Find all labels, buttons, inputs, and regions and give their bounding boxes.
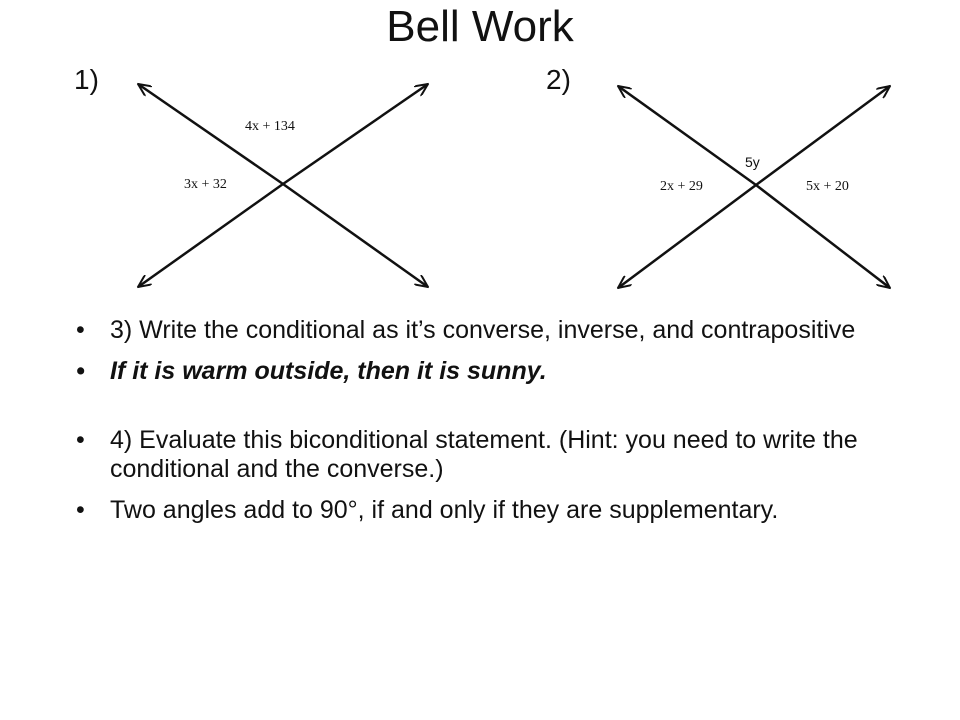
question-list: 3) Write the conditional as it’s convers… xyxy=(74,316,894,525)
angle-label-left: 2x + 29 xyxy=(660,179,703,194)
biconditional-statement: Two angles add to 90°, if and only if th… xyxy=(74,496,894,525)
diagram-1: 4x + 134 3x + 32 xyxy=(138,84,428,287)
line-1a-arrow-upper-left xyxy=(138,84,284,186)
conditional-statement: If it is warm outside, then it is sunny. xyxy=(74,357,894,386)
angle-label-right: 5x + 20 xyxy=(806,179,849,194)
angle-label-top: 5y xyxy=(745,154,760,170)
slide-title: Bell Work xyxy=(386,2,574,51)
intersecting-lines-diagrams: 4x + 134 3x + 32 5y 2x + 29 5x + 20 xyxy=(0,0,960,320)
question-4-prompt: 4) Evaluate this biconditional statement… xyxy=(74,426,894,484)
question-3-prompt: 3) Write the conditional as it’s convers… xyxy=(74,316,894,345)
angle-label-top: 4x + 134 xyxy=(245,119,295,134)
line-2a-arrow-upper-left xyxy=(618,86,757,187)
angle-label-left: 3x + 32 xyxy=(184,177,227,192)
line-2a-arrow-lower-right xyxy=(755,184,890,288)
diagram-2: 5y 2x + 29 5x + 20 xyxy=(618,86,890,288)
problem-1-number: 1) xyxy=(74,64,99,95)
line-2b-arrow-upper-right xyxy=(755,86,890,187)
problem-2-number: 2) xyxy=(546,64,571,95)
line-1a-arrow-lower-right xyxy=(282,182,428,287)
line-1b-arrow-upper-right xyxy=(282,84,428,186)
line-1b-arrow-lower-left xyxy=(138,182,284,287)
line-2b-arrow-lower-left xyxy=(618,183,757,288)
